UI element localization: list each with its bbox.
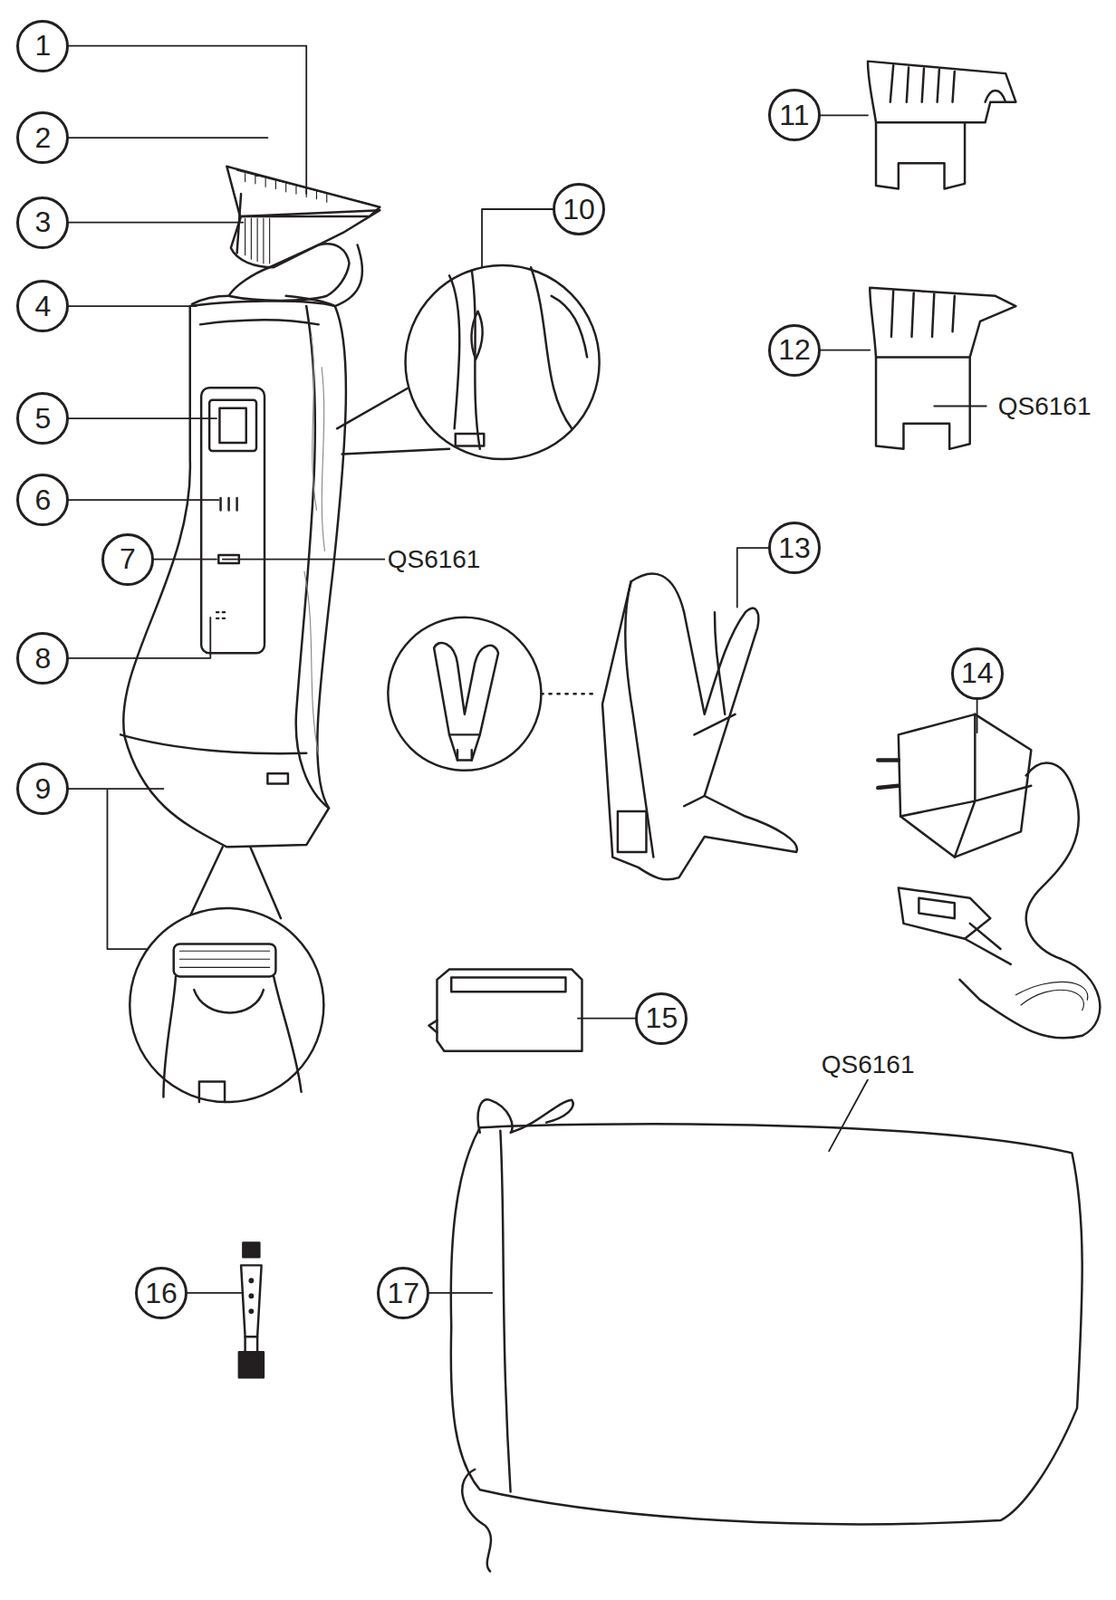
callout-number: 14 [951, 647, 1004, 701]
callout-number: 2 [16, 111, 69, 164]
callout-number: 6 [16, 473, 69, 527]
callout-number: 15 [634, 992, 688, 1046]
callout-number: 16 [134, 1267, 188, 1320]
comb-attachment [869, 288, 1016, 450]
callout-number: 11 [768, 88, 821, 142]
callout-number: 3 [16, 196, 69, 250]
model-label: QS6161 [384, 545, 484, 575]
callout-number: 1 [16, 19, 69, 73]
callout-number: 12 [768, 324, 821, 377]
comb-attachment [867, 61, 1016, 190]
callout-number: 4 [16, 279, 69, 333]
charging-stand [387, 574, 797, 881]
zoom-detail-side [336, 265, 600, 460]
cleaning-brush [239, 1243, 264, 1379]
callout-number: 13 [768, 521, 821, 575]
callout-number: 5 [16, 392, 69, 445]
callout-number: 17 [376, 1267, 430, 1320]
zoom-detail-bottom [129, 846, 324, 1103]
callout-number: 8 [16, 632, 69, 685]
charger-adapter [877, 714, 1100, 1040]
callout-number: 10 [552, 182, 606, 236]
callout-number: 9 [16, 762, 69, 816]
foil-head [428, 970, 582, 1052]
storage-pouch [451, 1099, 1083, 1572]
leader-lines [68, 46, 987, 1294]
callout-number: 7 [101, 533, 154, 587]
model-label: QS6161 [818, 1050, 918, 1080]
trimmer-body [120, 166, 380, 848]
model-label: QS6161 [995, 392, 1095, 422]
